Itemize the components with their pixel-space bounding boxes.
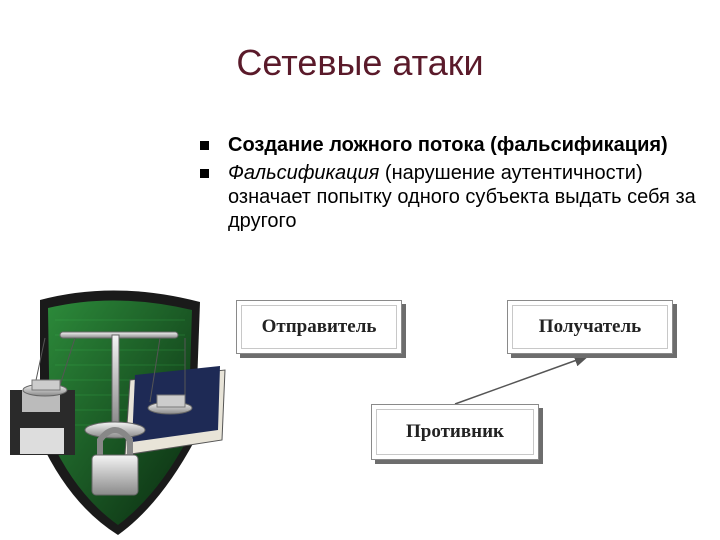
bullet-emphasis: Фальсификация bbox=[228, 162, 380, 184]
bullet-item-2: Фальсификация (нарушение аутентичности) … bbox=[200, 161, 700, 233]
receiver-label: Получатель bbox=[538, 316, 642, 337]
bullet-item-1: Создание ложного потока (фальсификация) bbox=[200, 133, 700, 157]
bullet-marker bbox=[200, 141, 209, 150]
bullet-list: Создание ложного потока (фальсификация) … bbox=[200, 133, 700, 237]
bullet-text-2: (нарушение аутентичности) означает попыт… bbox=[228, 162, 696, 232]
bullet-text-1: Создание ложного потока (фальсификация) bbox=[228, 134, 668, 156]
opponent-label: Противник bbox=[406, 421, 504, 442]
receiver-box: Получатель bbox=[507, 300, 673, 354]
sender-box: Отправитель bbox=[236, 300, 402, 354]
bullet-marker bbox=[200, 169, 209, 178]
opponent-box: Противник bbox=[371, 404, 539, 460]
sender-label: Отправитель bbox=[261, 316, 377, 337]
security-clipart-icon bbox=[10, 290, 226, 535]
slide-title: Сетевые атаки bbox=[236, 42, 484, 83]
